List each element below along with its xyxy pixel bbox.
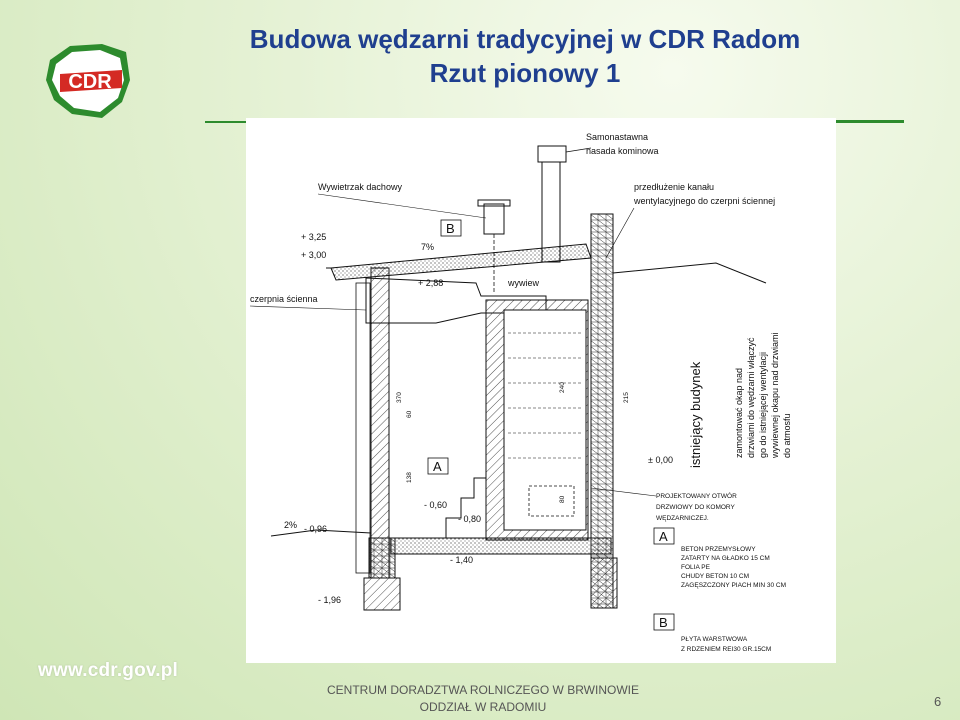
website-link[interactable]: www.cdr.gov.pl xyxy=(38,660,179,681)
hood-note-1: zamontować okap nad xyxy=(734,368,744,458)
roof-fan xyxy=(483,203,505,235)
level-plus-3-00: + 3,00 xyxy=(301,250,326,260)
hood-note-3: go do istniejącej wentylacji xyxy=(758,352,768,458)
logo-text: CDR xyxy=(68,71,112,93)
spec-a-2: ZATARTY NA GŁADKO 15 CM xyxy=(681,555,770,562)
label-chimney-cap-1: Samonastawna xyxy=(586,132,648,142)
foundation-left xyxy=(368,537,396,579)
dim-370: 370 xyxy=(396,392,403,403)
floor-slab xyxy=(390,537,612,555)
label-roof-fan: Wywietrzak dachowy xyxy=(318,182,402,192)
door-note-3: WĘDZARNICZEJ. xyxy=(656,515,709,522)
label-exhaust: wywiew xyxy=(507,278,540,288)
level-plus-2-88: + 2,88 xyxy=(418,278,443,288)
level-plus-3-25: + 3,25 xyxy=(301,232,326,242)
marker-a-left: A xyxy=(433,459,442,474)
level-minus-0-96: - 0,96 xyxy=(304,524,327,534)
footer-org-line-1: CENTRUM DORADZTWA ROLNICZEGO W BRWINOWIE xyxy=(327,683,639,697)
left-wall xyxy=(370,267,390,579)
dim-215: 215 xyxy=(623,392,630,403)
page-number: 6 xyxy=(934,694,942,709)
slide-title: Budowa wędzarni tradycyjnej w CDR Radom xyxy=(249,24,801,54)
dim-240: 240 xyxy=(559,382,566,393)
label-wall-intake: czerpnia ścienna xyxy=(250,294,318,304)
level-minus-0-60: - 0,60 xyxy=(424,500,447,510)
level-minus-0-80: - 0,80 xyxy=(458,514,481,524)
stairs xyxy=(431,477,486,539)
hood-note-2: drzwiami do wędzarni włączyć xyxy=(746,337,756,458)
chimney-cap xyxy=(537,145,567,163)
level-0-00: ± 0,00 xyxy=(648,455,673,465)
header-rule-right xyxy=(836,120,904,123)
cdr-logo: CDR xyxy=(46,44,130,118)
label-duct-extension-2: wentylacyjnego do czerpni ściennej xyxy=(633,196,775,206)
technical-drawing: + 3,25 + 3,00 + 2,88 ± 0,00 - 0,60 - 0,8… xyxy=(246,118,836,663)
door-note-1: PROJEKTOWANY OTWÓR xyxy=(656,491,737,500)
slope-ground: 2% xyxy=(284,520,297,530)
marker-a-right: A xyxy=(659,529,668,544)
dim-60: 60 xyxy=(406,410,413,418)
dim-80: 80 xyxy=(559,495,566,503)
label-existing-building: istniejący budynek xyxy=(688,361,703,468)
hood-note-5: do atmosfu xyxy=(782,413,792,458)
hood-note-4: wywiewnej okapu nad drzwiami xyxy=(770,332,780,459)
slide-subtitle: Rzut pionowy 1 xyxy=(429,58,621,88)
spec-a-5: ZAGĘSZCZONY PIACH MIN 30 CM xyxy=(681,582,786,589)
level-minus-1-40: - 1,40 xyxy=(450,555,473,565)
door-note-2: DRZWIOWY DO KOMORY xyxy=(656,504,736,511)
label-duct-extension-1: przedłużenie kanału xyxy=(634,182,714,192)
level-minus-1-96: - 1,96 xyxy=(318,595,341,605)
marker-b-top: B xyxy=(446,221,455,236)
dim-138: 138 xyxy=(406,472,413,483)
foundation-right xyxy=(590,557,618,609)
marker-b-right: B xyxy=(659,615,668,630)
chimney xyxy=(541,161,561,263)
footer-org-line-2: ODDZIAŁ W RADOMIU xyxy=(419,700,547,714)
spec-a-3: FOLIA PE xyxy=(681,564,711,571)
level-markers: + 3,25 + 3,00 + 2,88 ± 0,00 - 0,60 - 0,8… xyxy=(301,232,673,605)
spec-b-1: PŁYTA WARSTWOWA xyxy=(681,636,748,643)
label-chimney-cap-2: nasada kominowa xyxy=(586,146,659,156)
header-rule-left xyxy=(205,121,247,123)
spec-b-2: Z RDZENIEM REI30 GR.15CM xyxy=(681,646,771,653)
spec-a-1: BETON PRZEMYSŁOWY xyxy=(681,546,756,553)
slope-roof: 7% xyxy=(421,242,434,252)
spec-a-4: CHUDY BETON 10 CM xyxy=(681,573,749,580)
